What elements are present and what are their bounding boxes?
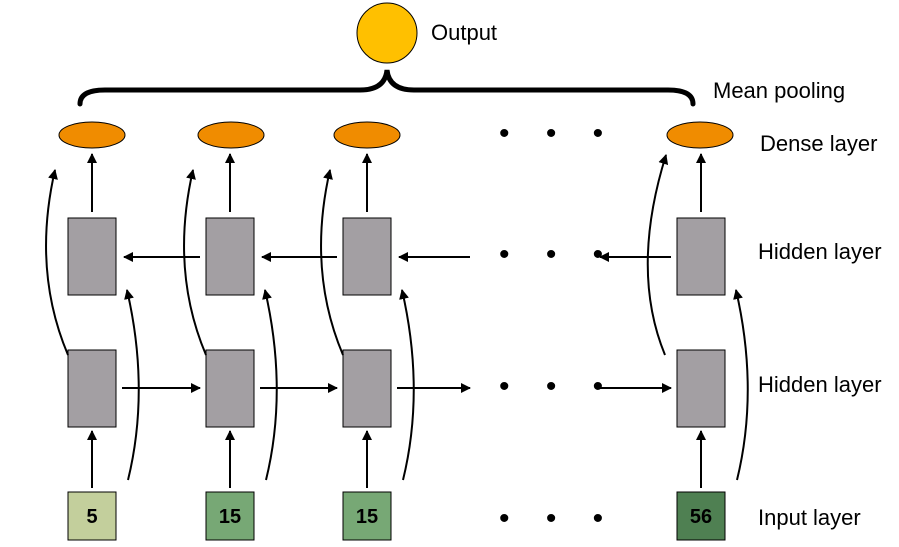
arrow <box>124 289 140 481</box>
input-box <box>205 491 255 541</box>
arrow <box>262 289 278 481</box>
input-value: 5 <box>86 506 97 528</box>
arrow <box>183 169 207 356</box>
input-box <box>342 491 392 541</box>
hidden-cell <box>67 349 117 428</box>
output-node <box>356 2 418 64</box>
input-layer-label: Input layer <box>758 505 861 530</box>
arrow <box>646 154 669 356</box>
arrow <box>45 169 69 356</box>
dense-node <box>666 121 734 149</box>
input-value: 56 <box>690 506 712 528</box>
arrow <box>733 289 749 481</box>
input-value: 15 <box>356 506 378 528</box>
mean-pooling-label: Mean pooling <box>713 78 845 103</box>
output-label: Output <box>431 20 497 45</box>
hidden-layer-top-label: Hidden layer <box>758 239 882 264</box>
arrow <box>399 289 415 481</box>
hidden-cell <box>342 349 392 428</box>
input-box <box>676 491 726 541</box>
hidden-layer-bottom <box>67 349 726 428</box>
hidden-cell <box>676 349 726 428</box>
hidden-cell <box>67 217 117 296</box>
dense-layer-label: Dense layer <box>760 131 877 156</box>
dense-node <box>333 121 401 149</box>
connection-arrows <box>45 153 749 488</box>
hidden-cell <box>205 217 255 296</box>
hidden-layer-bottom-label: Hidden layer <box>758 372 882 397</box>
hidden-bottom-ellipsis: • • • <box>499 370 617 403</box>
hidden-top-ellipsis: • • • <box>499 238 617 271</box>
input-ellipsis: • • • <box>499 502 617 535</box>
mean-pooling-brace <box>77 69 696 107</box>
dense-layer <box>58 121 734 149</box>
dense-ellipsis: • • • <box>499 117 617 150</box>
input-layer: 5 15 15 56 <box>67 491 726 541</box>
dense-node <box>197 121 265 149</box>
input-box <box>67 491 117 541</box>
arrow <box>320 169 344 356</box>
hidden-cell <box>676 217 726 296</box>
hidden-layer-top <box>67 217 726 296</box>
hidden-cell <box>342 217 392 296</box>
hidden-cell <box>205 349 255 428</box>
input-value: 15 <box>219 506 241 528</box>
dense-node <box>58 121 126 149</box>
